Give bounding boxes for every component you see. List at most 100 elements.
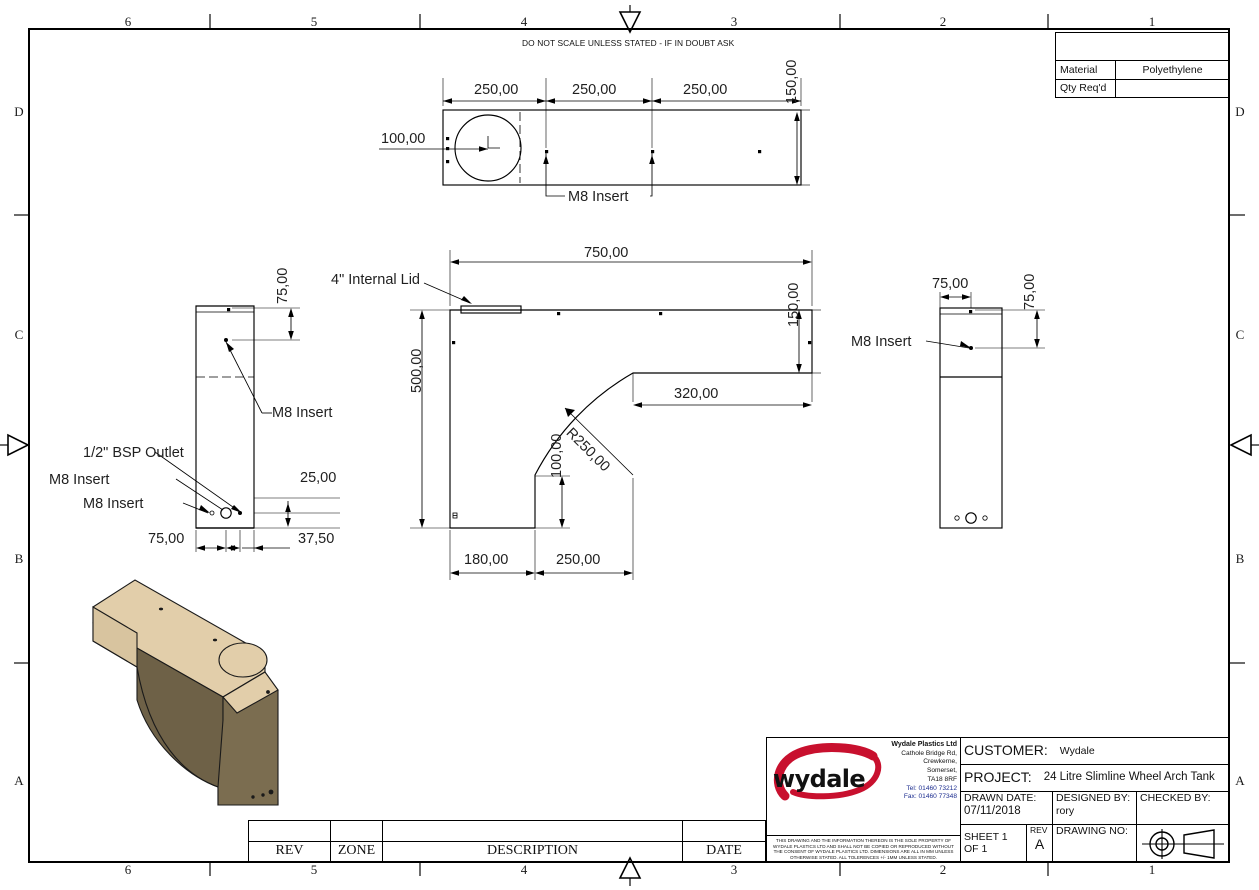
right-view-dim-75-horizontal: 75,00 <box>932 276 969 292</box>
zone-number-bottom-1: 1 <box>1148 862 1156 877</box>
top-view-label-m8-insert: M8 Insert <box>568 189 629 205</box>
revision-cell-date <box>683 821 765 841</box>
front-view-dim-320: 320,00 <box>674 386 719 402</box>
drawn-date-value: 07/11/2018 <box>964 804 1021 817</box>
project-cell: PROJECT: 24 Litre Slimline Wheel Arch Ta… <box>961 769 1229 787</box>
left-view-label-m8-insert-upper: M8 Insert <box>272 405 333 421</box>
customer-label: CUSTOMER: <box>964 742 1048 759</box>
drawing-no-label: DRAWING NO: <box>1056 825 1128 837</box>
zone-letter-left-B: B <box>14 551 24 566</box>
company-tel: Tel: 01460 73212 <box>906 784 957 792</box>
material-row: Material Polyethylene <box>1056 60 1229 79</box>
company-name: Wydale Plastics Ltd <box>891 741 957 748</box>
title-block-details-panel: CUSTOMER: Wydale PROJECT: 24 Litre Sliml… <box>961 738 1229 862</box>
left-view-dim-75-bottom: 75,00 <box>148 531 185 547</box>
rev-label: REV <box>1030 825 1048 835</box>
project-value: 24 Litre Slimline Wheel Arch Tank <box>1043 771 1215 784</box>
project-label: PROJECT: <box>964 769 1032 786</box>
revision-header-zone: ZONE <box>331 841 383 861</box>
zone-letter-left-D: D <box>14 104 24 119</box>
zone-number-top-5: 5 <box>310 14 318 29</box>
zone-letter-right-B: B <box>1235 551 1245 566</box>
zone-number-bottom-4: 4 <box>520 862 528 877</box>
company-address: Wydale Plastics Ltd Cathole Bridge Rd, C… <box>887 738 960 835</box>
company-logo-area: wydale Wydale Plastics Ltd Cathole Bridg… <box>767 738 960 835</box>
center-marker-left <box>0 433 30 457</box>
zone-number-bottom-5: 5 <box>310 862 318 877</box>
wydale-logo-text: wydale <box>773 765 866 793</box>
top-view-dim-250-a: 250,00 <box>474 82 519 98</box>
address-line-1: Cathole Bridge Rd, <box>901 749 957 757</box>
material-label: Material <box>1056 61 1116 79</box>
center-marker-top <box>618 5 642 34</box>
revision-header-description: DESCRIPTION <box>383 841 683 861</box>
revision-table-header-row: REV ZONE DESCRIPTION DATE <box>249 840 765 861</box>
zone-number-top-4: 4 <box>520 14 528 29</box>
zone-letter-right-C: C <box>1235 327 1245 342</box>
qty-label: Qty Req'd <box>1056 79 1116 98</box>
customer-cell: CUSTOMER: Wydale <box>961 742 1229 760</box>
top-view-dim-100: 100,00 <box>381 131 426 147</box>
checked-by-label: CHECKED BY: <box>1140 792 1211 804</box>
copyright-disclaimer: THIS DRAWING AND THE INFORMATION THEREON… <box>767 834 960 862</box>
zone-number-top-2: 2 <box>939 14 947 29</box>
company-fax: Fax: 01460 77348 <box>903 793 957 801</box>
sheet-cell: SHEET 1 OF 1 <box>961 825 1027 862</box>
address-line-2: Crewkerne, <box>923 758 957 766</box>
first-angle-projection-icon <box>1142 828 1224 859</box>
zone-number-top-1: 1 <box>1148 14 1156 29</box>
designed-by-value: rory <box>1056 804 1075 817</box>
revision-cell-description <box>383 821 683 841</box>
drawn-date-label: DRAWN DATE: <box>964 792 1037 804</box>
zone-letter-left-C: C <box>14 327 24 342</box>
revision-header-rev: REV <box>249 841 331 861</box>
drawn-date-cell: DRAWN DATE: 07/11/2018 <box>961 792 1053 824</box>
title-block-company-panel: wydale Wydale Plastics Ltd Cathole Bridg… <box>767 738 961 862</box>
zone-number-bottom-3: 3 <box>730 862 738 877</box>
revision-table: REV ZONE DESCRIPTION DATE <box>248 820 766 862</box>
left-view-label-bsp-outlet: M8 Insert <box>49 472 110 488</box>
address-line-3: Somerset, <box>926 767 957 775</box>
zone-number-bottom-6: 6 <box>124 862 132 877</box>
revision-header-date: DATE <box>706 843 742 859</box>
material-value: Polyethylene <box>1142 63 1203 76</box>
revision-cell-zone <box>331 821 383 841</box>
zone-letter-right-D: D <box>1235 104 1245 119</box>
rev-value: A <box>1034 835 1045 852</box>
right-view-label-m8-insert: M8 Insert <box>851 334 912 350</box>
qty-row: Qty Req'd <box>1056 78 1229 98</box>
zone-letter-left-A: A <box>14 773 24 788</box>
top-view-dim-250-b: 250,00 <box>572 82 617 98</box>
zone-number-top-6: 6 <box>124 14 132 29</box>
front-view-dim-750: 750,00 <box>584 245 629 261</box>
material-table: Material Polyethylene Qty Req'd <box>1055 32 1230 98</box>
top-view-dim-250-c: 250,00 <box>683 82 728 98</box>
address-line-4: TA18 8RF <box>927 775 957 783</box>
revision-table-empty-row <box>249 821 765 841</box>
title-block: wydale Wydale Plastics Ltd Cathole Bridg… <box>766 737 1230 863</box>
left-view-label-m8-insert-lower: M8 Insert <box>83 496 144 512</box>
zone-letter-right-A: A <box>1235 773 1245 788</box>
revision-cell-rev <box>249 821 331 841</box>
drawing-no-cell: DRAWING NO: <box>1053 825 1137 862</box>
projection-symbol-cell <box>1137 825 1229 862</box>
center-marker-bottom <box>618 856 642 886</box>
designed-by-label: DESIGNED BY: <box>1056 792 1131 804</box>
do-not-scale-note: DO NOT SCALE UNLESS STATED - IF IN DOUBT… <box>522 38 735 48</box>
rev-cell: REV A <box>1027 825 1053 862</box>
left-view-dim-25: 25,00 <box>300 470 337 486</box>
credits-row: DRAWN DATE: 07/11/2018 DESIGNED BY: rory… <box>961 792 1229 825</box>
sheet-label: SHEET 1 OF 1 <box>964 830 1008 855</box>
checked-by-cell: CHECKED BY: <box>1137 792 1229 824</box>
left-view-dim-3750: 37,50 <box>298 531 335 547</box>
designed-by-cell: DESIGNED BY: rory <box>1053 792 1137 824</box>
zone-number-top-3: 3 <box>730 14 738 29</box>
sheet-row: SHEET 1 OF 1 REV A DRAWING NO: <box>961 825 1229 862</box>
